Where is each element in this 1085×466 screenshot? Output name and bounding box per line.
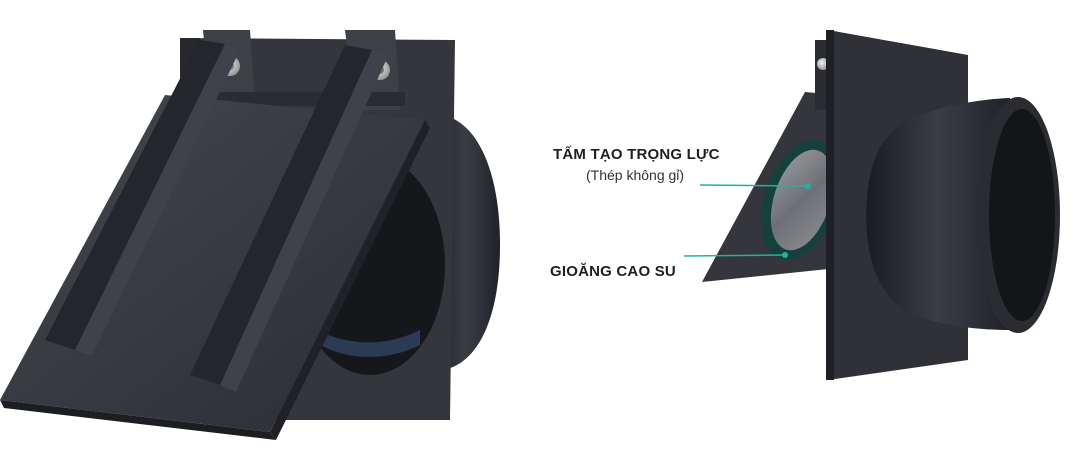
left-flap-rib-1 xyxy=(45,40,225,350)
right-pipe-mouth-inner xyxy=(989,109,1055,321)
right-pipe-body xyxy=(866,98,1010,330)
leader-dot-rubber-gasket xyxy=(782,252,788,258)
right-valve-view xyxy=(702,30,1060,380)
left-flap-rib-2-face xyxy=(220,50,388,392)
label-gravity-plate: TẤM TẠO TRỌNG LỰC xyxy=(553,146,720,163)
right-back-plate-edge xyxy=(826,30,834,380)
callout-leaders xyxy=(683,183,811,258)
label-gravity-plate-material: (Thép không gỉ) xyxy=(586,167,685,183)
right-gravity-plate-steel xyxy=(770,149,834,251)
left-flap-rib-1-face xyxy=(75,44,240,356)
leader-line-rubber-gasket xyxy=(683,254,786,257)
left-valve-view xyxy=(0,30,500,440)
left-flap-rib-2 xyxy=(190,45,372,385)
label-rubber-gasket: GIOĂNG CAO SU xyxy=(550,263,676,280)
leader-dot-gravity-plate xyxy=(805,183,811,189)
left-pipe-inner-shade xyxy=(300,320,420,357)
left-flap-bottom-edge xyxy=(0,400,276,440)
left-flap-edge xyxy=(270,120,430,440)
leader-line-gravity-plate xyxy=(699,184,809,187)
